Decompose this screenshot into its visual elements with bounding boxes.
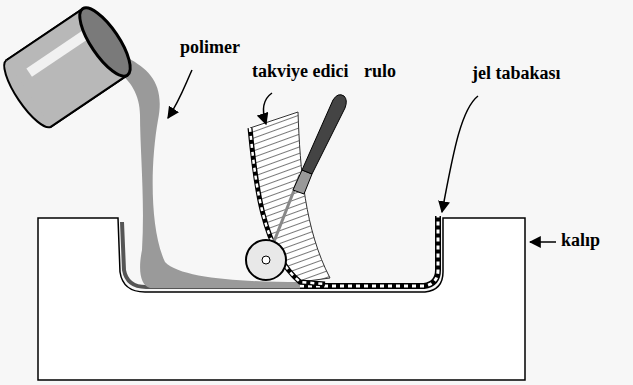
label: jel tabakası [472, 64, 561, 84]
leader-line [442, 96, 478, 212]
bucket [0, 1, 139, 133]
leader-line [168, 70, 192, 118]
label: takviye edici [252, 62, 349, 82]
label: kalıp [561, 231, 600, 251]
leader-line [530, 241, 556, 243]
label: rulo [364, 62, 396, 82]
roller [246, 95, 346, 280]
label: polimer [180, 38, 240, 58]
leader-line [264, 93, 272, 124]
